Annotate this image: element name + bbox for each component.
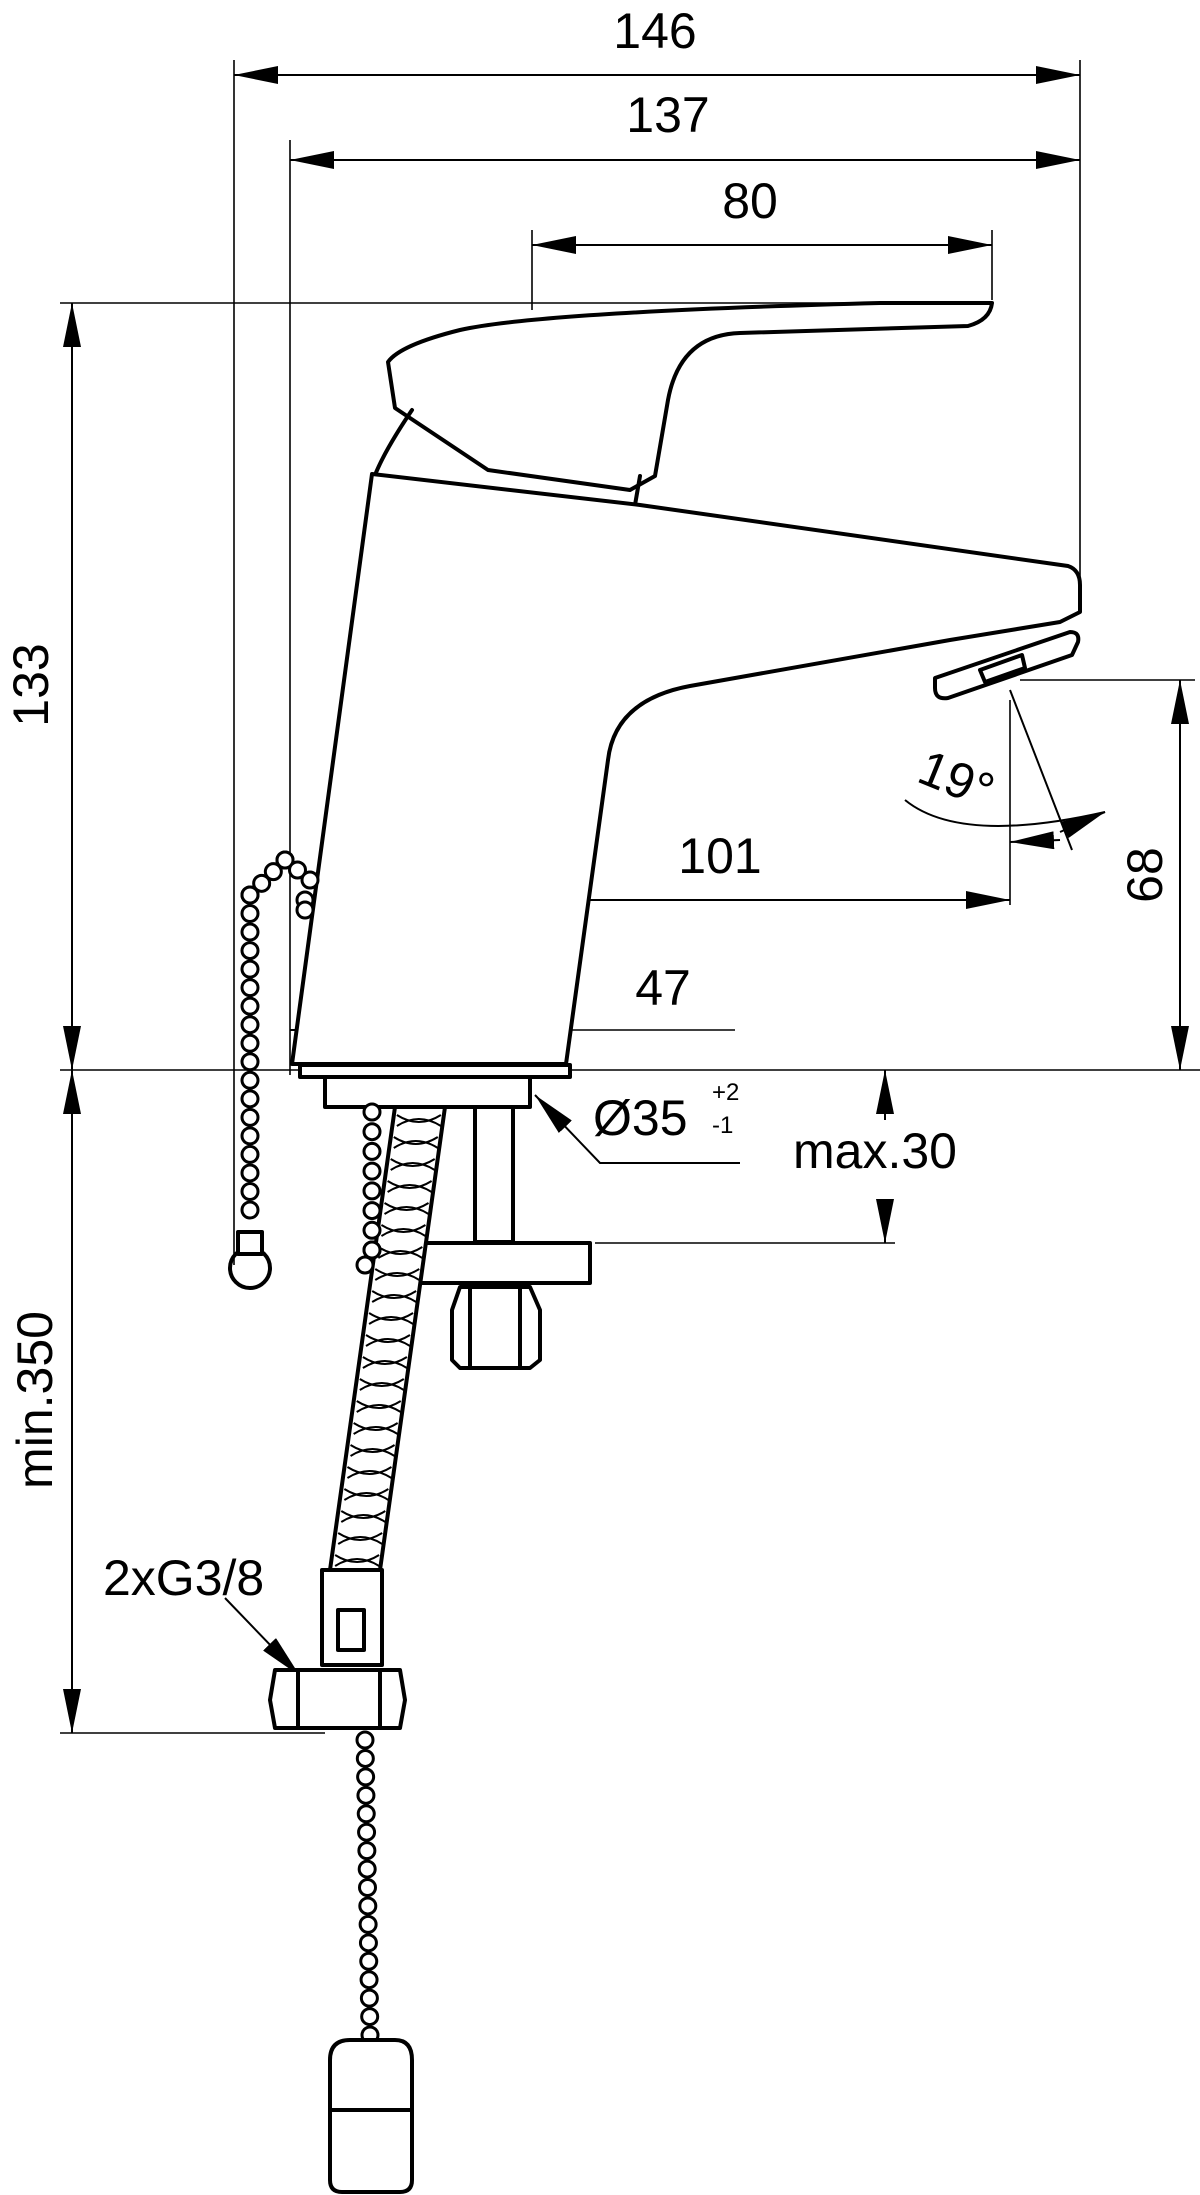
threaded-stud <box>473 1105 515 1244</box>
faucet-main-body <box>290 472 1082 1066</box>
dim-text-thread: 2xG3/8 <box>103 1550 264 1606</box>
hex-nut <box>450 1285 542 1370</box>
dim-text-max30: max.30 <box>793 1123 957 1179</box>
plug-body <box>328 2038 414 2194</box>
aerator <box>933 630 1081 701</box>
leader-thread <box>224 1597 301 1677</box>
dim-text-min350: min.350 <box>7 1311 63 1489</box>
lever-handle <box>386 301 994 492</box>
leader-diameter <box>534 1094 740 1164</box>
dim-text-146: 146 <box>613 3 696 59</box>
dim-text-80: 80 <box>722 173 778 229</box>
chain-ring <box>228 1230 272 1290</box>
dim-text-tol-upper: +2 <box>712 1079 739 1106</box>
hose-braid <box>334 1114 442 1567</box>
dim-text-diameter: Ø35 <box>593 1090 688 1146</box>
dim-text-133: 133 <box>3 643 59 726</box>
hose-ferrule-window <box>336 1608 366 1652</box>
hose-nut <box>268 1668 407 1730</box>
angle-arc <box>904 799 1106 827</box>
dim-text-68: 68 <box>1117 847 1173 903</box>
dim-text-angle: 19° <box>911 739 1002 819</box>
flex-hose <box>268 1105 447 1730</box>
plug <box>328 2038 414 2194</box>
mounting-flange <box>323 1075 532 1109</box>
faucet-body <box>290 301 1082 1370</box>
dim-text-137: 137 <box>626 87 709 143</box>
dim-text-101: 101 <box>678 828 761 884</box>
dim-text-tol-lower: -1 <box>712 1112 733 1139</box>
dim-text-47: 47 <box>635 960 691 1016</box>
